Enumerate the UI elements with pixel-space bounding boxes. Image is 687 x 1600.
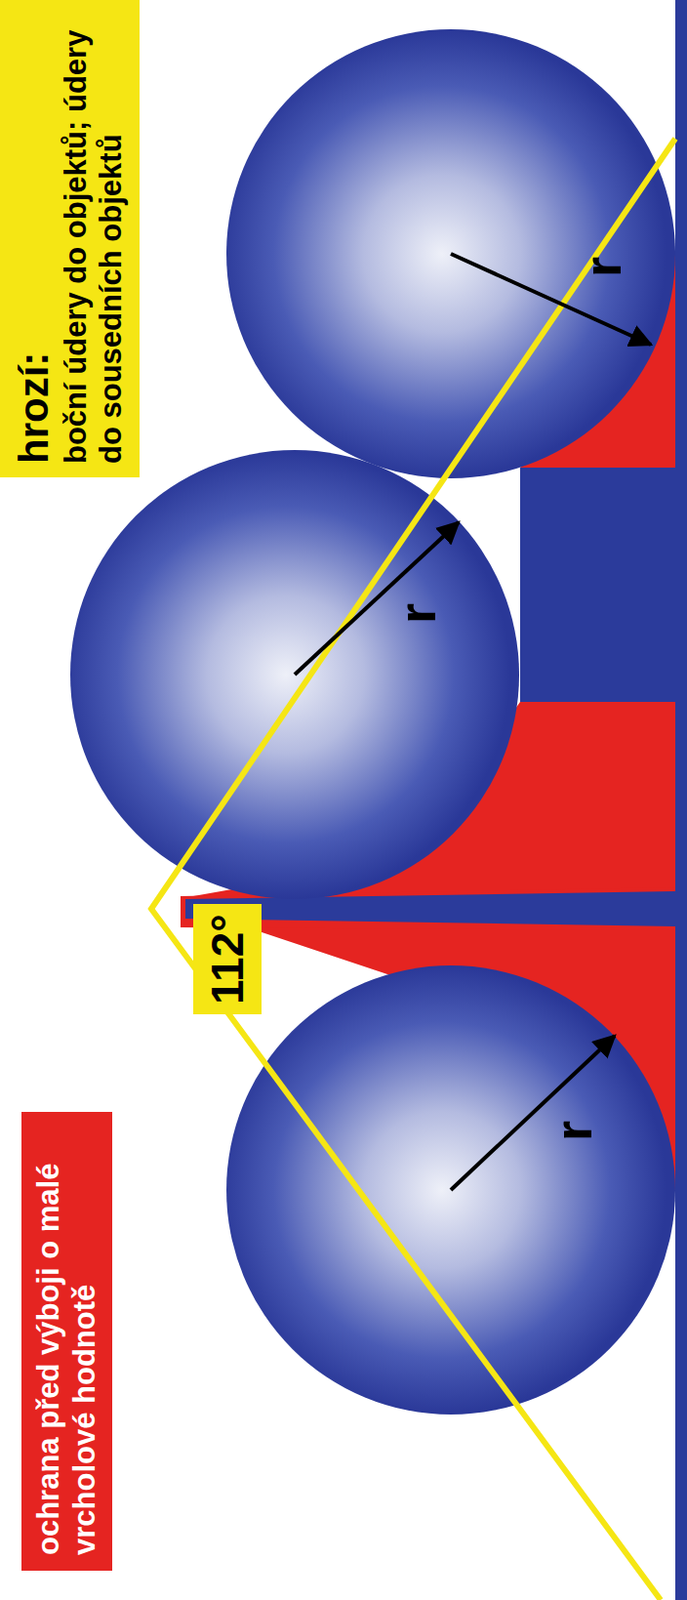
rolling-sphere	[226, 29, 676, 479]
rolling-sphere	[226, 965, 676, 1415]
box-text: ochrana před výboji o malé vrcholové hod…	[31, 1127, 103, 1555]
building	[520, 467, 677, 702]
box-heading: hrozí:	[9, 13, 59, 464]
box-text: boční údery do objektů; údery do sousedn…	[58, 13, 130, 464]
rolling-sphere	[70, 449, 520, 899]
radius-arrow	[294, 522, 459, 675]
radius-arrow	[450, 253, 651, 345]
threat-box: hrozí:boční údery do objektů; údery do s…	[0, 0, 140, 478]
radius-label: r	[575, 256, 629, 278]
radius-label: r	[390, 603, 444, 624]
ground-line	[675, 0, 687, 1600]
box-text: 112°	[201, 913, 254, 1005]
note-box: ochrana před výboji o malé vrcholové hod…	[21, 1111, 113, 1571]
radius-arrow	[450, 1035, 615, 1190]
protection-angle-line	[151, 138, 676, 1600]
radius-label: r	[546, 1120, 600, 1141]
angle-label: 112°	[193, 903, 262, 1014]
